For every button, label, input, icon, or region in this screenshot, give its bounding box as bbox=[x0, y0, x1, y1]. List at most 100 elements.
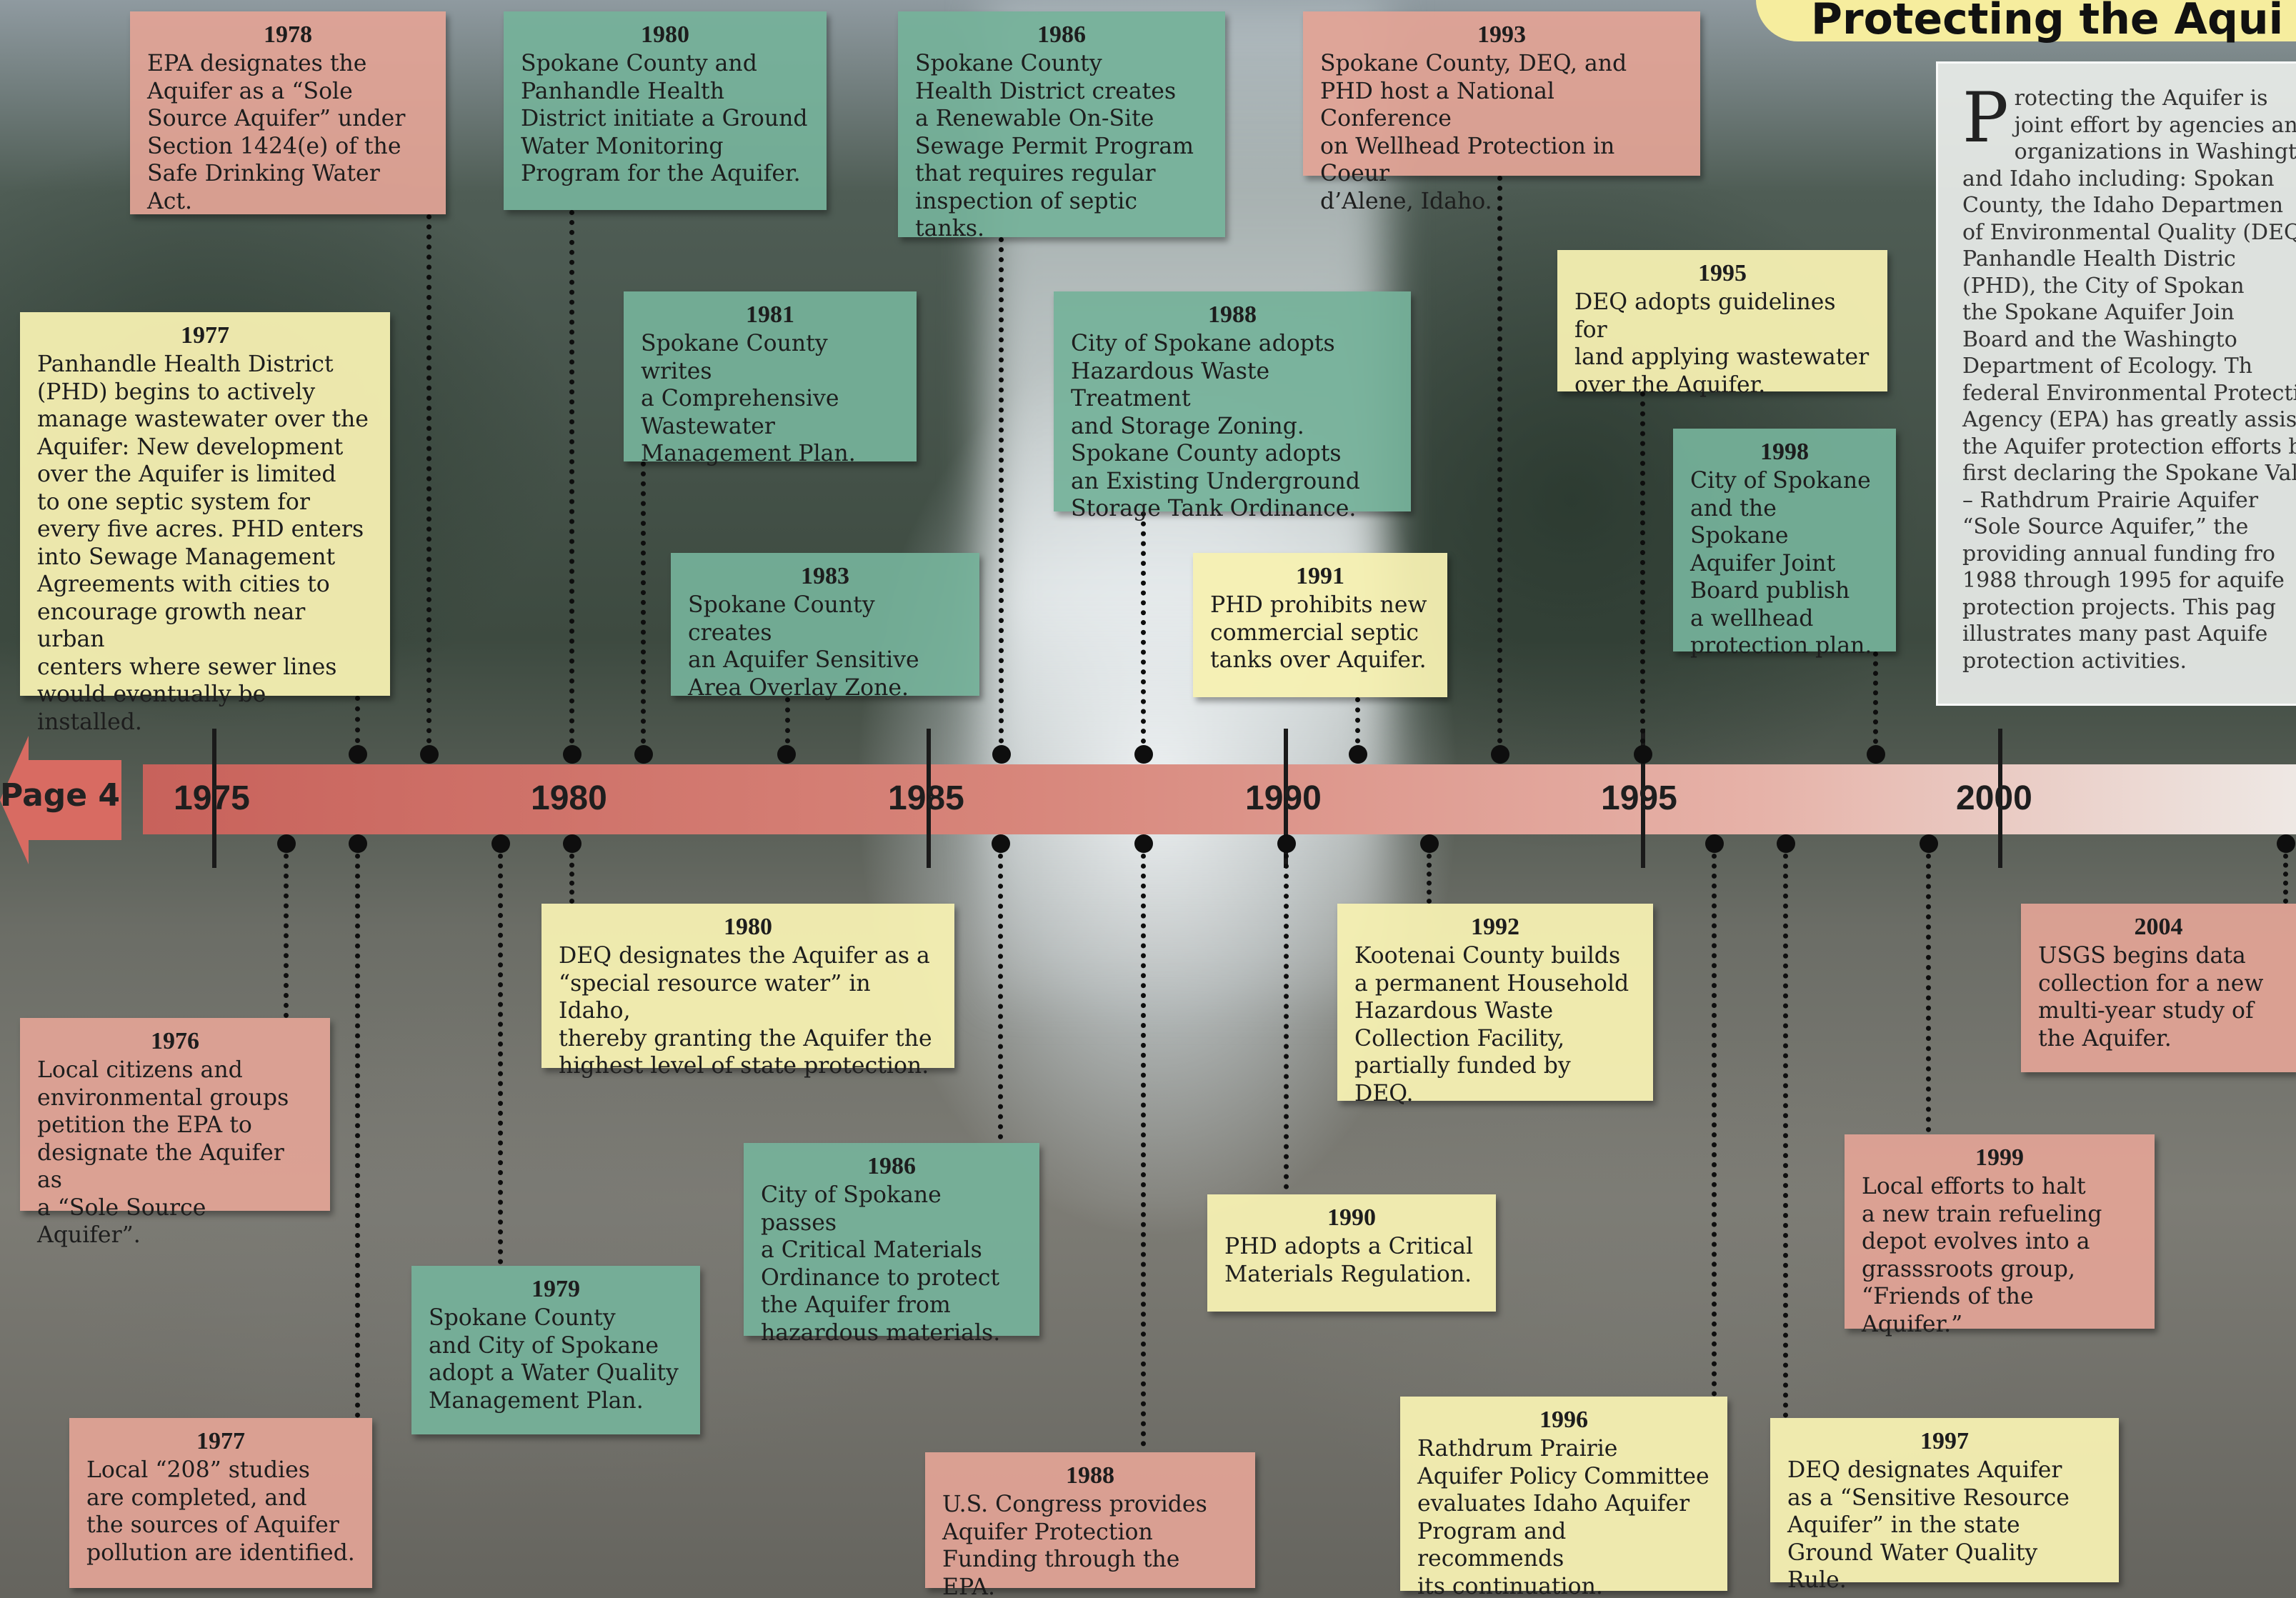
timeline-dot bbox=[277, 834, 296, 853]
page-title: Protecting the Aqui bbox=[1811, 0, 2284, 44]
event-year: 1986 bbox=[1037, 21, 1086, 48]
event-year: 1999 bbox=[1975, 1144, 2024, 1171]
axis-label-1975: 1975 bbox=[174, 779, 250, 817]
event-year: 1977 bbox=[196, 1428, 245, 1454]
timeline-dot bbox=[1920, 834, 1938, 853]
event-card-1997: 1997 DEQ designates Aquifer as a “Sensit… bbox=[1770, 1418, 2119, 1593]
timeline-dot bbox=[634, 745, 653, 764]
connector-line bbox=[1141, 511, 1146, 754]
connector-line bbox=[284, 854, 289, 1018]
event-year: 1993 bbox=[1477, 21, 1526, 48]
timeline-dot bbox=[777, 745, 796, 764]
timeline-dot bbox=[1277, 834, 1296, 853]
event-text: DEQ adopts guidelines for land applying … bbox=[1574, 289, 1870, 398]
event-year: 1980 bbox=[724, 914, 772, 940]
connector-line bbox=[355, 696, 360, 754]
event-year: 1988 bbox=[1066, 1462, 1114, 1489]
timeline-bar bbox=[143, 764, 2296, 834]
connector-line bbox=[355, 854, 360, 1418]
connector-line bbox=[641, 461, 646, 754]
timeline-dot bbox=[1134, 745, 1153, 764]
page-back-arrow-icon[interactable] bbox=[0, 736, 121, 864]
intro-panel: P rotecting the Aquifer is joint effort … bbox=[1936, 61, 2296, 706]
axis-tick bbox=[1998, 729, 2002, 868]
timeline-dot bbox=[563, 745, 582, 764]
event-text: EPA designates the Aquifer as a “Sole So… bbox=[147, 51, 406, 214]
event-text: Spokane County writes a Comprehensive Wa… bbox=[641, 331, 856, 466]
event-year: 1988 bbox=[1208, 301, 1257, 328]
event-text: City of Spokane passes a Critical Materi… bbox=[761, 1182, 1001, 1346]
timeline-dot bbox=[563, 834, 582, 853]
event-text: Spokane County and City of Spokane adopt… bbox=[429, 1305, 679, 1414]
timeline-dot bbox=[349, 834, 367, 853]
event-text: DEQ designates Aquifer as a “Sensitive R… bbox=[1787, 1457, 2070, 1593]
timeline-dot bbox=[2277, 834, 2295, 853]
connector-line bbox=[1873, 651, 1878, 754]
event-card-1980-deq: 1980 DEQ designates the Aquifer as a “sp… bbox=[541, 904, 954, 1079]
event-year: 1980 bbox=[641, 21, 689, 48]
timeline-dot bbox=[992, 834, 1010, 853]
event-text: Local citizens and environmental groups … bbox=[37, 1057, 289, 1248]
event-year: 1996 bbox=[1539, 1407, 1588, 1433]
timeline-dot bbox=[1867, 745, 1885, 764]
axis-label-1985: 1985 bbox=[888, 779, 964, 817]
event-card-1986-septic: 1986 Spokane County Health District crea… bbox=[898, 11, 1225, 241]
event-year: 1977 bbox=[181, 322, 229, 349]
page-4-link[interactable]: Page 4 bbox=[0, 777, 121, 814]
event-year: 1983 bbox=[801, 563, 849, 589]
connector-line bbox=[1926, 854, 1931, 1132]
timeline-dot bbox=[491, 834, 510, 853]
event-year: 1991 bbox=[1296, 563, 1344, 589]
event-text: USGS begins data collection for a new mu… bbox=[2038, 943, 2264, 1052]
event-card-1991: 1991 PHD prohibits new commercial septic… bbox=[1193, 553, 1447, 697]
event-text: City of Spokane adopts Hazardous Waste T… bbox=[1071, 331, 1360, 521]
event-year: 1978 bbox=[264, 21, 312, 48]
timeline-dot bbox=[1705, 834, 1724, 853]
event-text: Local efforts to halt a new train refuel… bbox=[1862, 1174, 2102, 1337]
connector-line bbox=[998, 854, 1003, 1139]
connector-line bbox=[1712, 854, 1717, 1397]
connector-line bbox=[1284, 854, 1289, 1189]
event-card-1990: 1990 PHD adopts a Critical Materials Reg… bbox=[1207, 1194, 1496, 1312]
event-card-1992: 1992 Kootenai County builds a permanent … bbox=[1337, 904, 1653, 1107]
connector-line bbox=[1783, 854, 1788, 1418]
drop-cap: P bbox=[1962, 78, 2009, 158]
axis-tick bbox=[1284, 729, 1288, 868]
event-year: 1995 bbox=[1698, 260, 1747, 286]
event-card-1986-ordinance: 1986 City of Spokane passes a Critical M… bbox=[744, 1143, 1039, 1346]
connector-line bbox=[2283, 854, 2288, 904]
title-banner bbox=[1756, 0, 2296, 41]
event-year: 1998 bbox=[1760, 439, 1809, 465]
axis-tick bbox=[212, 729, 216, 868]
connector-line bbox=[498, 854, 503, 1264]
connector-line bbox=[1355, 697, 1360, 754]
event-card-1981: 1981 Spokane County writes a Comprehensi… bbox=[624, 291, 917, 466]
event-card-1995: 1995 DEQ adopts guidelines for land appl… bbox=[1557, 250, 1887, 398]
event-text: PHD prohibits new commercial septic tank… bbox=[1210, 592, 1427, 673]
axis-tick bbox=[927, 729, 931, 868]
event-card-1996: 1996 Rathdrum Prairie Aquifer Policy Com… bbox=[1400, 1397, 1727, 1598]
timeline-dot bbox=[420, 745, 439, 764]
event-year: 1990 bbox=[1327, 1204, 1376, 1231]
event-card-1988-zoning: 1988 City of Spokane adopts Hazardous Wa… bbox=[1054, 291, 1411, 521]
event-card-1993: 1993 Spokane County, DEQ, and PHD host a… bbox=[1303, 11, 1700, 214]
timeline-dot bbox=[1777, 834, 1795, 853]
event-card-1976: 1976 Local citizens and environmental gr… bbox=[20, 1018, 330, 1248]
connector-line bbox=[999, 237, 1004, 754]
timeline-dot bbox=[992, 745, 1011, 764]
event-text: U.S. Congress provides Aquifer Protectio… bbox=[942, 1492, 1207, 1598]
timeline-dot bbox=[349, 745, 367, 764]
event-text: Rathdrum Prairie Aquifer Policy Committe… bbox=[1417, 1436, 1709, 1598]
connector-line bbox=[426, 214, 431, 754]
event-text: Local “208” studies are completed, and t… bbox=[86, 1457, 355, 1566]
event-year: 1981 bbox=[746, 301, 794, 328]
timeline-dot bbox=[1634, 745, 1652, 764]
event-text: Spokane County Health District creates a… bbox=[915, 51, 1194, 241]
event-year: 1992 bbox=[1471, 914, 1519, 940]
connector-line bbox=[1640, 391, 1645, 754]
connector-line bbox=[785, 697, 790, 754]
timeline-dot bbox=[1420, 834, 1439, 853]
event-year: 1997 bbox=[1920, 1428, 1969, 1454]
event-card-2004: 2004 USGS begins data collection for a n… bbox=[2021, 904, 2296, 1072]
axis-tick bbox=[1641, 729, 1645, 868]
